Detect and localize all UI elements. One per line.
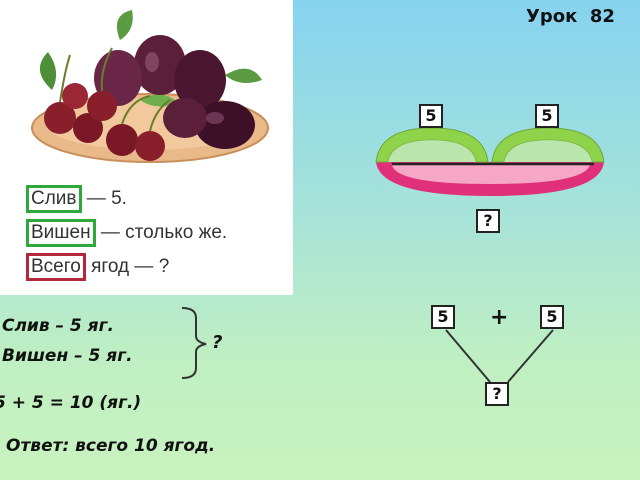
problem-line-cherries: Вишен — столько же. (26, 219, 227, 247)
top-unknown-box: ? (476, 209, 500, 233)
lesson-title: Урок 82 (526, 6, 615, 27)
solution-answer: Ответ: всего 10 ягод. (6, 436, 216, 456)
top-left-value-box: 5 (419, 104, 443, 128)
total-rest: ягод — ? (85, 256, 170, 277)
problem-line-plums: Слив — 5. (26, 185, 127, 213)
lesson-number: 82 (589, 6, 615, 27)
solution-line-plums: Слив – 5 яг. (2, 316, 114, 336)
problem-panel: Слив — 5. Вишен — столько же. Всего ягод… (0, 0, 293, 295)
problem-line-total: Всего ягод — ? (26, 253, 169, 281)
plus-sign: + (490, 305, 509, 330)
cherries-word-box: Вишен (26, 219, 96, 247)
plums-rest: — 5. (81, 188, 127, 209)
brace-question-mark: ? (212, 332, 223, 353)
bottom-unknown-box: ? (485, 382, 509, 406)
bottom-left-value-box: 5 (431, 305, 455, 329)
fruit-plate-illustration (31, 10, 269, 163)
total-word-box: Всего (26, 253, 86, 281)
solution-line-cherries: Вишен – 5 яг. (2, 346, 133, 366)
lesson-label: Урок (526, 6, 578, 27)
top-right-value-box: 5 (535, 104, 559, 128)
plums-word-box: Слив (26, 185, 82, 213)
bottom-right-value-box: 5 (540, 305, 564, 329)
solution-equation: 5 + 5 = 10 (яг.) (0, 393, 142, 413)
cherries-rest: — столько же. (95, 222, 228, 243)
